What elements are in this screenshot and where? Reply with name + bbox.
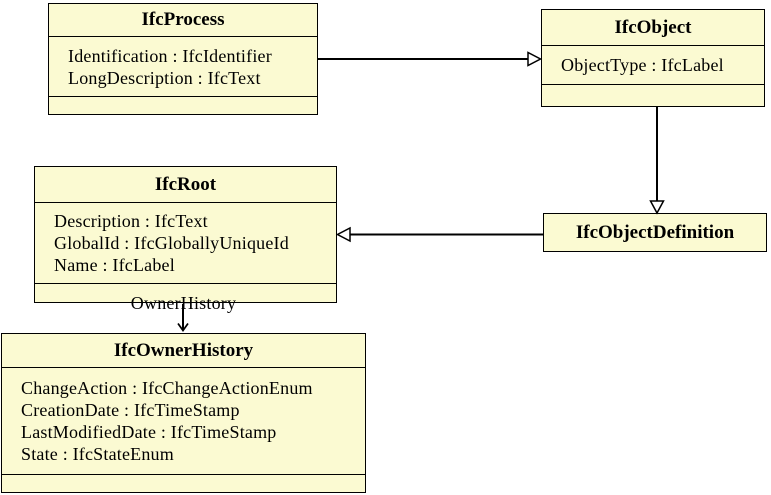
inheritance-triangle-icon (335, 226, 351, 243)
attribute-line: Description : IfcText (54, 211, 208, 231)
class-box-ifcroot: IfcRoot Description : IfcText GlobalId :… (34, 166, 337, 303)
class-operations-empty (49, 96, 317, 114)
class-title-ifcownerhistory: IfcOwnerHistory (113, 339, 254, 361)
attribute-line: GlobalId : IfcGloballyUniqueId (54, 233, 289, 253)
class-attributes-ifcroot: Description : IfcText GlobalId : IfcGlob… (35, 202, 336, 283)
attribute-line: ObjectType : IfcLabel (561, 55, 724, 75)
attribute-line: Name : IfcLabel (54, 255, 175, 275)
class-operations-empty (542, 84, 764, 106)
attribute-line: LongDescription : IfcText (68, 67, 261, 88)
attribute-line: ChangeAction : IfcChangeActionEnum (21, 378, 313, 398)
inheritance-triangle-icon (649, 200, 665, 215)
association-label-ownerhistory: OwnerHistory (130, 293, 237, 313)
class-box-ifcprocess: IfcProcess Identification : IfcIdentifie… (48, 3, 318, 115)
inheritance-triangle-icon (527, 51, 543, 67)
class-box-ifcobject: IfcObject ObjectType : IfcLabel (541, 9, 765, 107)
class-operations-empty (35, 283, 336, 302)
attribute-line: State : IfcStateEnum (21, 444, 174, 464)
class-operations-empty (2, 474, 365, 492)
class-box-ifcownerhistory: IfcOwnerHistory ChangeAction : IfcChange… (1, 333, 366, 493)
class-title-ifcobject: IfcObject (614, 16, 692, 38)
class-attributes-ifcprocess: Identification : IfcIdentifier LongDescr… (49, 36, 317, 96)
attribute-line: LastModifiedDate : IfcTimeStamp (21, 422, 277, 442)
class-box-ifcobjectdefinition: IfcObjectDefinition (543, 213, 767, 252)
attribute-line: CreationDate : IfcTimeStamp (21, 400, 240, 420)
class-title-ifcroot: IfcRoot (154, 173, 217, 195)
attribute-line: Identification : IfcIdentifier (68, 45, 272, 66)
class-title-ifcprocess: IfcProcess (141, 9, 225, 30)
class-title-ifcobjectdefinition: IfcObjectDefinition (575, 221, 735, 243)
arrowhead-icon (177, 323, 189, 332)
class-attributes-ifcownerhistory: ChangeAction : IfcChangeActionEnum Creat… (2, 367, 365, 474)
class-attributes-ifcobject: ObjectType : IfcLabel (542, 45, 764, 84)
